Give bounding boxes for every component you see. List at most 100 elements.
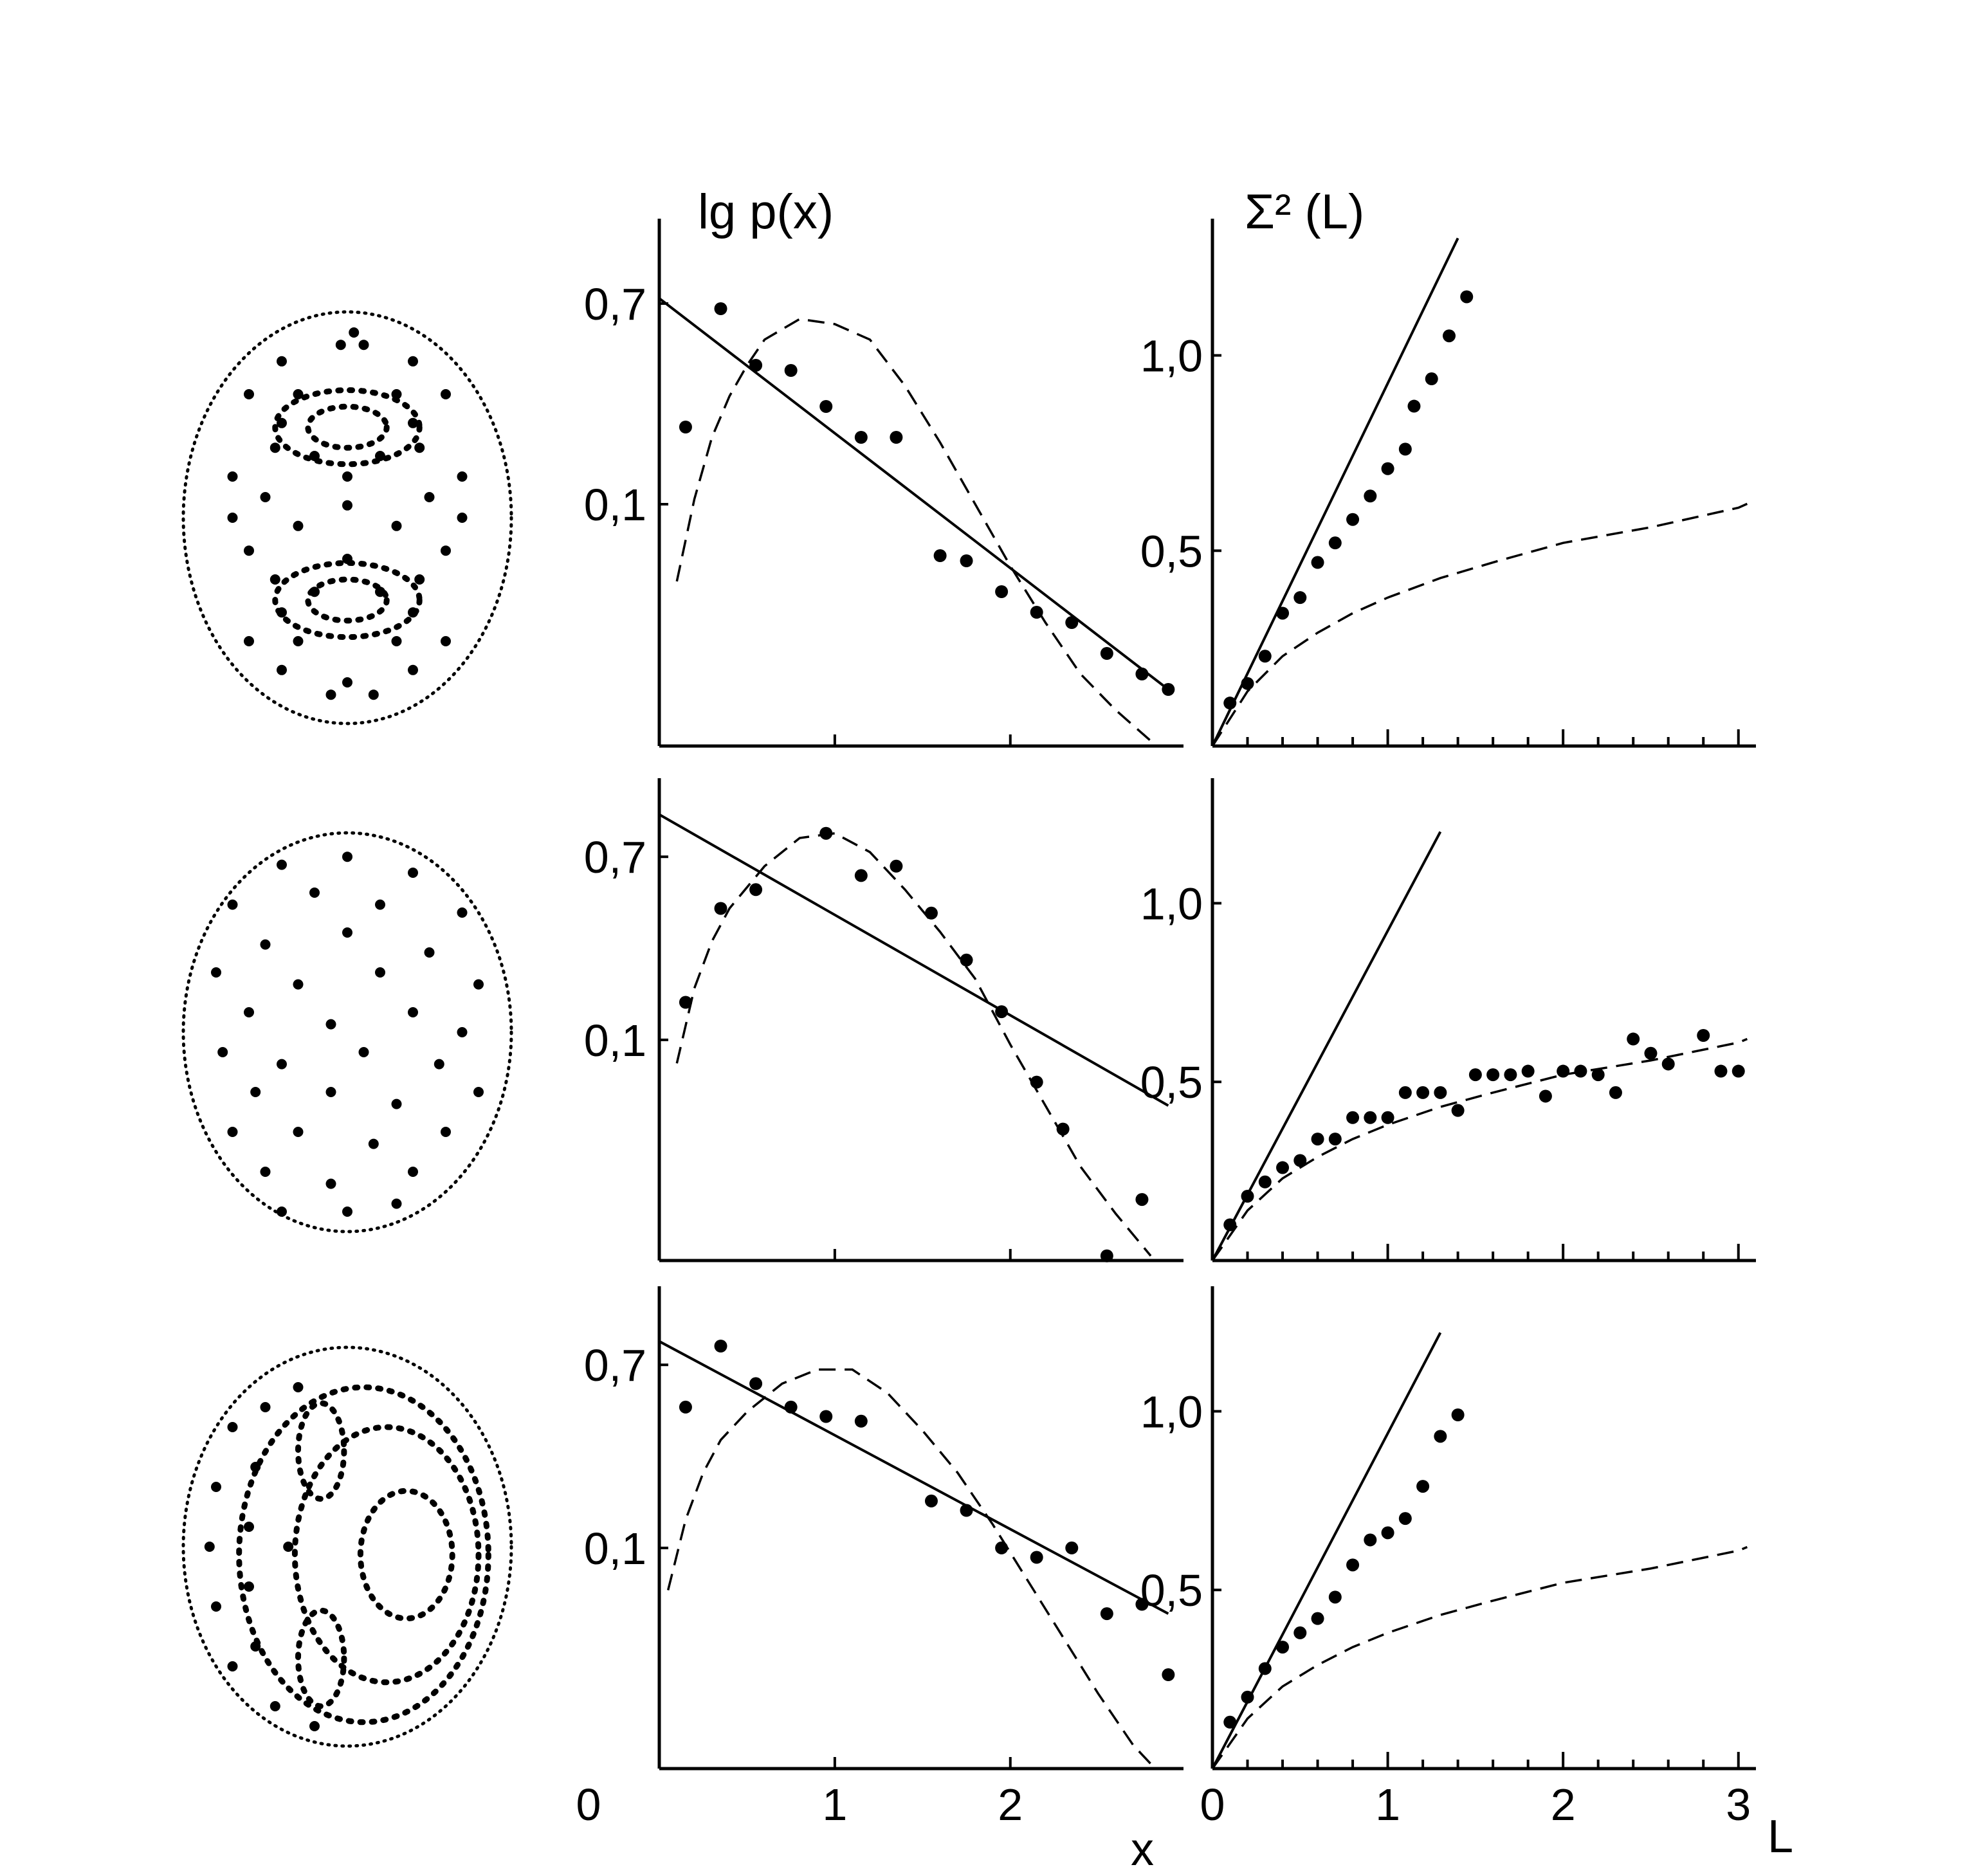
- y-tick-label: 1,0: [1140, 1387, 1203, 1437]
- data-point: [1276, 1641, 1290, 1654]
- x-tick-label: 2: [998, 1780, 1023, 1830]
- data-point: [1398, 1512, 1412, 1525]
- data-point: [1398, 1086, 1412, 1099]
- phase-dot: [260, 1402, 271, 1412]
- data-point: [1714, 1064, 1728, 1078]
- phase-dot: [260, 492, 271, 502]
- data-point: [1364, 1111, 1377, 1124]
- phase-dot: [309, 1721, 320, 1731]
- phase-dot: [283, 1542, 294, 1552]
- data-point: [1135, 668, 1149, 680]
- sigma-axis-title: Σ² (L): [1245, 185, 1364, 239]
- data-point: [819, 826, 833, 840]
- data-point: [854, 869, 868, 882]
- phase-dot: [358, 340, 369, 351]
- data-point: [784, 1400, 798, 1414]
- l-axis-label: L: [1768, 1811, 1793, 1862]
- phase-dot: [293, 636, 304, 646]
- phase-dot: [457, 471, 468, 482]
- phase-dot: [227, 513, 238, 523]
- data-point: [1293, 1626, 1307, 1639]
- data-point: [1434, 1430, 1447, 1443]
- phase-dot: [457, 513, 468, 523]
- poisson-line: [1211, 237, 1459, 747]
- phase-dot: [217, 1047, 228, 1057]
- data-point: [1451, 1408, 1465, 1421]
- y-tick-label: 0,7: [584, 279, 646, 329]
- data-point: [924, 906, 938, 920]
- data-point: [960, 953, 973, 967]
- phase-dot: [309, 451, 320, 461]
- lgp-axis-title: lg p(x): [698, 185, 834, 239]
- x-tick-label: 2: [1551, 1780, 1576, 1830]
- data-point: [1065, 1541, 1079, 1554]
- phase-dot: [260, 939, 271, 950]
- data-point: [1100, 1249, 1113, 1262]
- phase-dot: [375, 899, 385, 910]
- data-point: [679, 996, 692, 1009]
- phase-dot: [358, 1047, 369, 1057]
- phase-dot: [408, 417, 418, 428]
- phase-dot: [277, 859, 287, 870]
- data-point: [1442, 329, 1456, 343]
- orbit-ring: [291, 1424, 482, 1686]
- billiard-boundary: [181, 1345, 513, 1748]
- data-point: [1328, 1590, 1342, 1604]
- phase-dot: [227, 1127, 238, 1137]
- phase-dot: [244, 1007, 254, 1017]
- row1-phase-portrait: [181, 310, 513, 725]
- panel-lgp-row2: 0,70,1: [584, 778, 1183, 1262]
- phase-dot: [441, 545, 451, 556]
- phase-dot: [408, 607, 418, 618]
- data-point: [1697, 1029, 1710, 1042]
- data-point: [854, 431, 868, 444]
- phase-dot: [309, 587, 320, 597]
- data-point: [1223, 697, 1237, 710]
- phase-dot: [473, 979, 484, 990]
- phase-dot: [349, 327, 360, 338]
- data-point: [1416, 1480, 1430, 1493]
- phase-dot: [244, 1581, 254, 1592]
- data-point: [1276, 1161, 1290, 1174]
- data-point: [1574, 1064, 1587, 1078]
- data-point: [819, 400, 833, 413]
- phase-dot: [414, 574, 425, 585]
- orbit-ring: [236, 1384, 491, 1726]
- data-point: [1504, 1068, 1517, 1082]
- y-tick-label: 0,7: [584, 1340, 646, 1390]
- data-point: [1364, 1533, 1377, 1547]
- data-point: [1258, 1662, 1272, 1675]
- wigner-curve: [675, 318, 1152, 742]
- y-tick-label: 0,5: [1140, 1057, 1203, 1107]
- billiard-portraits: [181, 310, 513, 1748]
- data-point: [1258, 1175, 1272, 1188]
- data-point: [1451, 1104, 1465, 1117]
- phase-dot: [375, 451, 385, 461]
- phase-dot: [211, 1482, 221, 1492]
- data-point: [1468, 1068, 1482, 1082]
- phase-dot: [424, 947, 435, 958]
- data-point: [1644, 1046, 1658, 1060]
- data-point: [1591, 1068, 1605, 1082]
- y-tick-label: 1,0: [1140, 331, 1203, 381]
- billiard-boundary: [181, 310, 513, 725]
- phase-dot: [375, 967, 385, 978]
- data-point: [995, 1541, 1009, 1554]
- phase-dot: [342, 1207, 352, 1217]
- phase-dot: [244, 1522, 254, 1532]
- data-point: [1030, 1075, 1043, 1089]
- panel-sigma-row1: 1,00,5: [1140, 219, 1756, 748]
- data-point: [749, 883, 763, 897]
- y-tick-label: 1,0: [1140, 879, 1203, 929]
- data-point: [749, 359, 763, 372]
- data-point: [854, 1414, 868, 1428]
- data-point: [1364, 489, 1377, 503]
- data-point: [1276, 606, 1290, 620]
- data-point: [1223, 1218, 1237, 1232]
- data-point: [1627, 1032, 1640, 1046]
- data-point: [924, 1494, 938, 1507]
- data-point: [1407, 399, 1421, 413]
